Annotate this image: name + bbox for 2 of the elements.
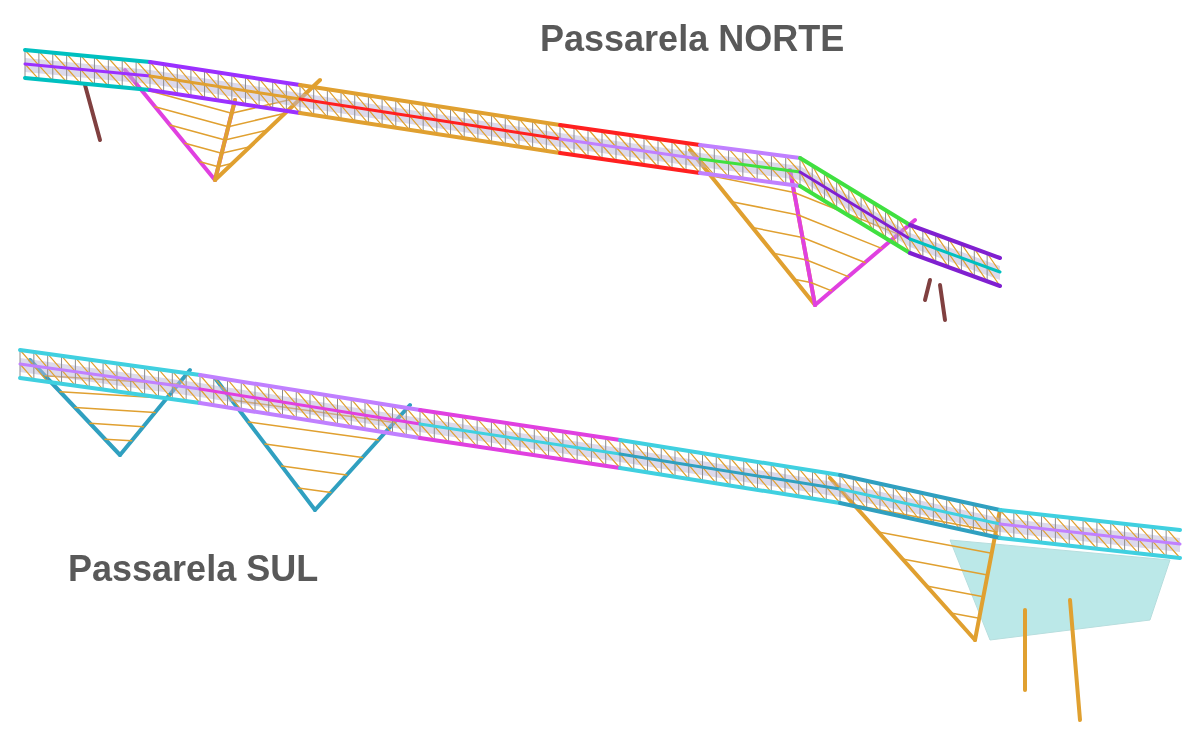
bridge-title: Passarela SUL	[68, 548, 319, 590]
bridge-title: Passarela NORTE	[540, 18, 845, 60]
